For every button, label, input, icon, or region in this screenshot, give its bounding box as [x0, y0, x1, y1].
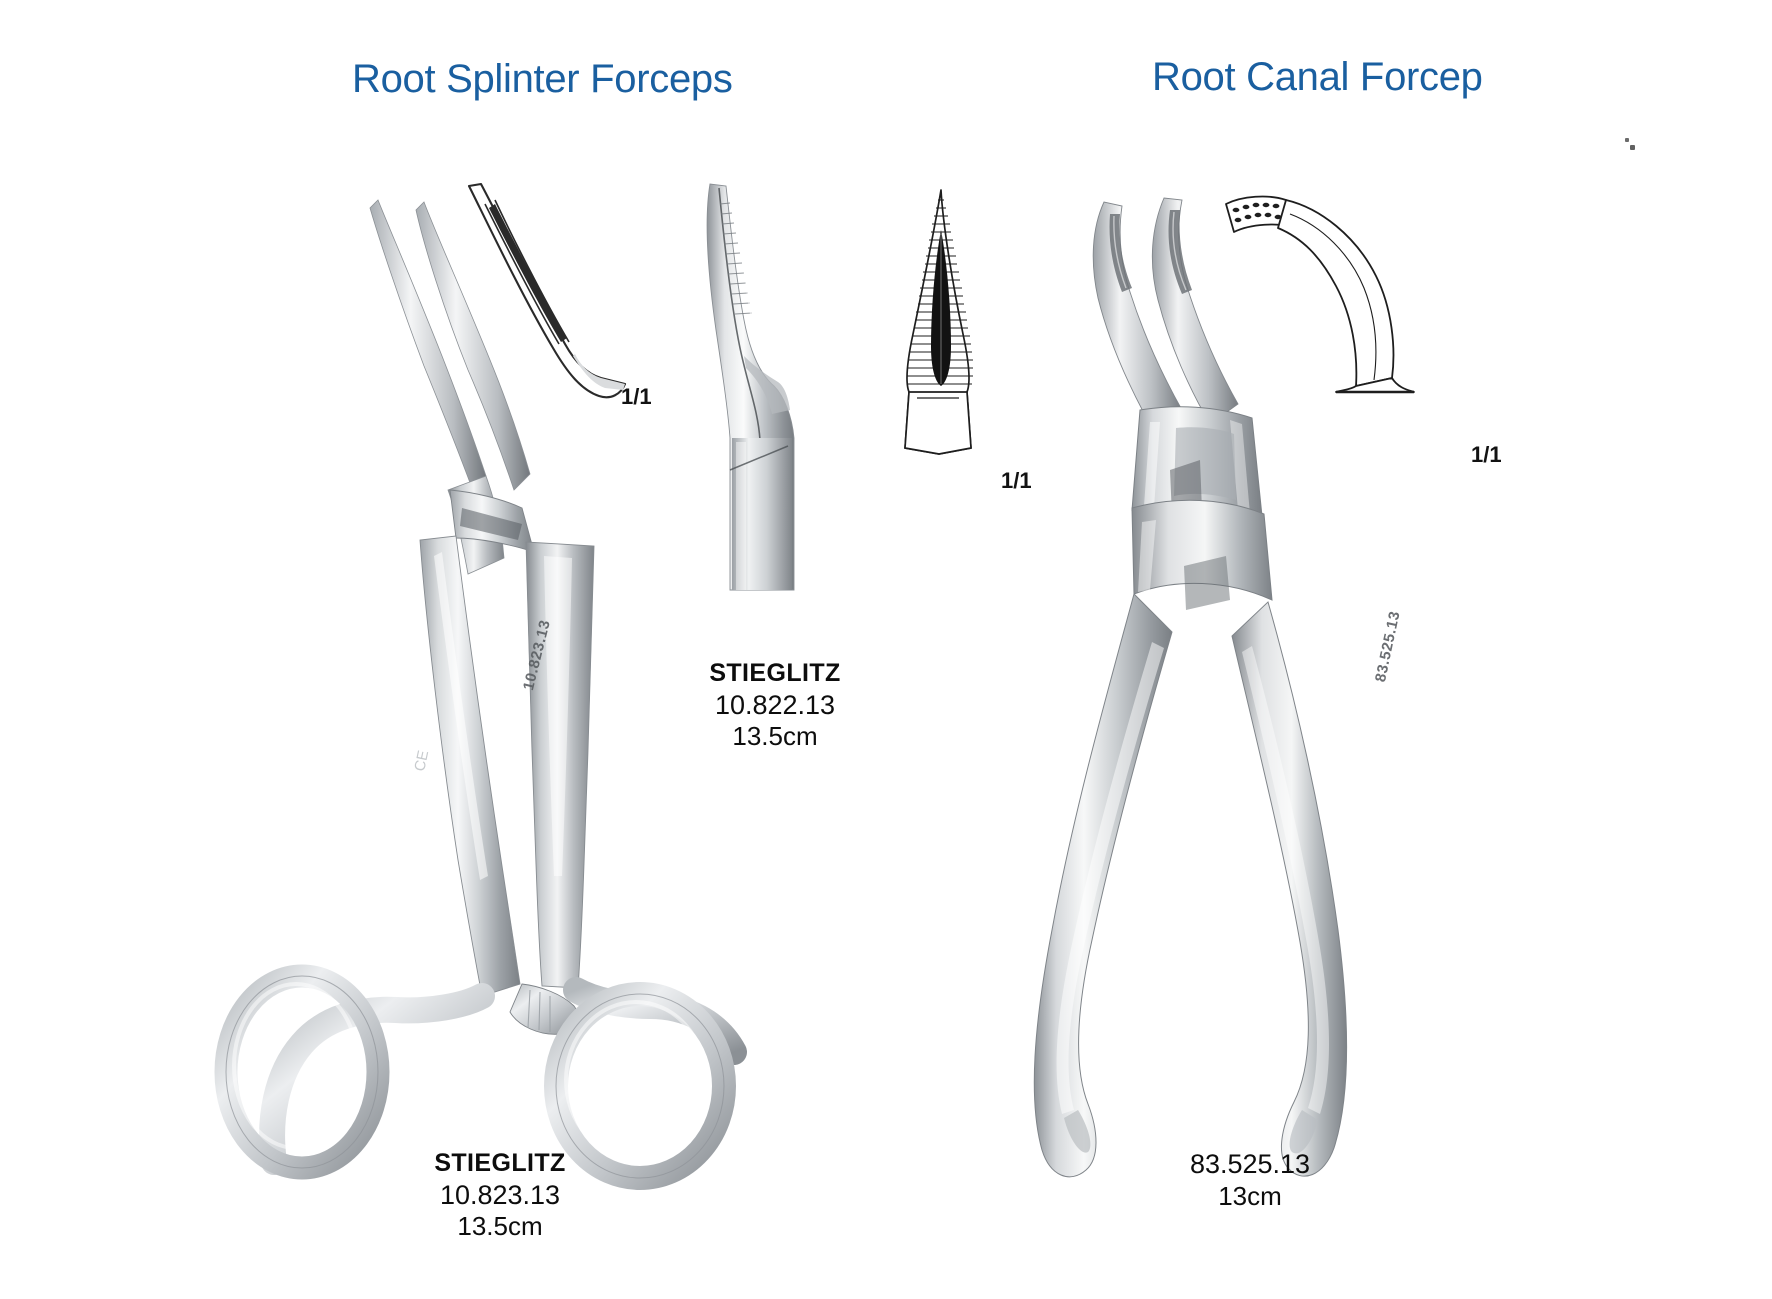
product-image-root-canal-forcep [1000, 170, 1560, 1178]
product-caption-stieglitz-10-822-13: STIEGLITZ 10.822.13 13.5cm [665, 658, 885, 753]
product-reference: 83.525.13 [1189, 1149, 1311, 1179]
product-size: 13cm [1218, 1180, 1282, 1211]
product-caption-root-canal-83-525-13: 83.525.13 13cm [1140, 1148, 1360, 1213]
product-image-stieglitz-straight-forceps [670, 170, 950, 591]
product-reference: 10.823.13 [439, 1179, 561, 1210]
line-art-root-canal-beak [1216, 192, 1446, 412]
scale-marker-splinter-forceps: 1/1 [621, 384, 652, 409]
product-brand: STIEGLITZ [709, 659, 841, 687]
product-brand: STIEGLITZ [434, 1149, 566, 1177]
scale-marker-root-canal-forcep: 1/1 [1471, 442, 1502, 467]
line-art-straight-forceps-tip [893, 186, 1003, 456]
product-size: 13.5cm [732, 721, 818, 752]
product-reference: 10.822.13 [714, 689, 836, 720]
product-caption-stieglitz-10-823-13: STIEGLITZ 10.823.13 13.5cm [390, 1148, 610, 1243]
page-title-root-splinter-forceps: Root Splinter Forceps [352, 57, 733, 101]
line-art-splinter-forceps-tip [455, 178, 655, 408]
product-size: 13.5cm [457, 1211, 543, 1242]
stray-speck-artifact [1625, 138, 1635, 150]
engraved-reference-right: 83.525.13 [1372, 609, 1404, 684]
engraved-reference-left: 10.823.13 [520, 618, 554, 693]
page-title-root-canal-forcep: Root Canal Forcep [1152, 55, 1483, 99]
scale-marker-straight-forceps: 1/1 [1001, 468, 1032, 493]
svg-text:CE: CE [411, 749, 432, 773]
